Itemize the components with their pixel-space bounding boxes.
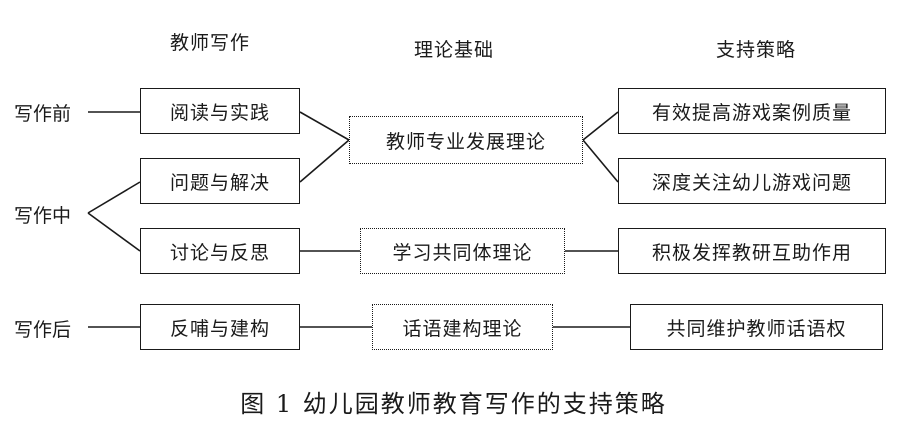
line-problem-to-professional — [299, 139, 350, 183]
stage-label-after: 写作后 — [14, 319, 72, 341]
writing-box-problem: 问题与解决 — [140, 158, 300, 204]
strategy-box-mutual: 积极发挥教研互助作用 — [618, 228, 886, 274]
line-professional-to-quality — [582, 111, 619, 141]
writing-box-feedback: 反哺与建构 — [140, 304, 300, 350]
column-header-theory: 理论基础 — [414, 39, 495, 61]
strategy-box-attention: 深度关注幼儿游戏问题 — [618, 158, 886, 204]
column-header-strategy: 支持策略 — [716, 39, 797, 61]
line-reading-to-professional — [299, 111, 350, 141]
writing-box-discussion: 讨论与反思 — [140, 228, 300, 274]
stage-label-during: 写作中 — [14, 205, 72, 227]
stage-label-before: 写作前 — [14, 103, 72, 125]
theory-box-discourse: 话语建构理论 — [372, 304, 553, 350]
theory-box-community: 学习共同体理论 — [360, 228, 565, 274]
line-professional-to-attention — [582, 139, 619, 183]
strategy-box-quality: 有效提高游戏案例质量 — [618, 88, 886, 134]
figure-caption: 图 1 幼儿园教师教育写作的支持策略 — [240, 390, 667, 418]
theory-box-professional: 教师专业发展理论 — [349, 116, 583, 164]
column-header-writing: 教师写作 — [170, 32, 251, 54]
writing-box-reading: 阅读与实践 — [140, 88, 300, 134]
line-during-to-problem — [87, 181, 141, 214]
line-during-to-discussion — [87, 212, 141, 252]
strategy-box-rights: 共同维护教师话语权 — [630, 304, 883, 350]
